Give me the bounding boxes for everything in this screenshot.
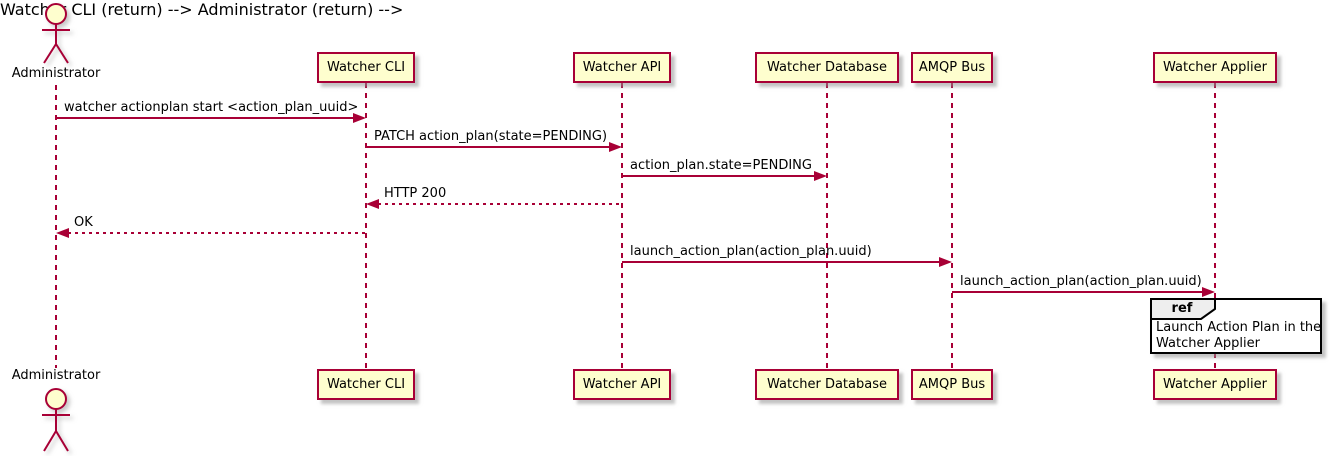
actor-figure-icon — [42, 3, 70, 64]
arrowhead-right-icon — [1202, 287, 1215, 297]
actor-administrator-label-bottom: Administrator — [11, 368, 101, 383]
arrowhead-right-icon — [353, 113, 366, 123]
message-label: action_plan.state=PENDING — [630, 158, 812, 173]
participant-amqp-bus-bottom: AMQP Bus — [911, 369, 993, 400]
arrowhead-left-icon — [366, 199, 379, 209]
lifeline-watcher-database — [826, 83, 828, 369]
message-label: launch_action_plan(action_plan.uuid) — [960, 274, 1202, 289]
lifeline-administrator — [55, 85, 57, 368]
participant-label: Watcher Database — [767, 60, 887, 75]
arrowhead-left-icon — [56, 228, 69, 238]
message-label: HTTP 200 — [384, 186, 447, 201]
participant-watcher-database-bottom: Watcher Database — [755, 369, 899, 400]
ref-keyword: ref — [1171, 301, 1193, 316]
message-label: watcher actionplan start <action_plan_uu… — [64, 100, 359, 115]
participant-label: Watcher Applier — [1163, 60, 1267, 75]
participant-label: Watcher Applier — [1163, 377, 1267, 392]
participant-amqp-bus-top: AMQP Bus — [911, 52, 993, 83]
message-label: PATCH action_plan(state=PENDING) — [374, 129, 608, 144]
ref-header-notch-icon — [1150, 298, 1216, 320]
participant-watcher-api-bottom: Watcher API — [573, 369, 671, 400]
participant-watcher-database-top: Watcher Database — [755, 52, 899, 83]
participant-label: Watcher Database — [767, 377, 887, 392]
ref-text-line: Launch Action Plan in the — [1156, 320, 1322, 335]
ref-fragment: ref Launch Action Plan in the Watcher Ap… — [1150, 298, 1322, 354]
participant-watcher-applier-top: Watcher Applier — [1153, 52, 1277, 83]
lifeline-watcher-api — [621, 83, 623, 369]
message-line — [56, 117, 355, 119]
message-label: OK — [74, 215, 93, 230]
arrowhead-right-icon — [814, 171, 827, 181]
arrowhead-right-icon — [609, 142, 622, 152]
ref-text-line: Watcher Applier — [1156, 336, 1260, 351]
message-label: launch_action_plan(action_plan.uuid) — [630, 244, 872, 259]
arrowhead-right-icon — [939, 257, 952, 267]
participant-label: Watcher CLI — [326, 377, 406, 392]
message-line-dashed — [68, 232, 366, 234]
ref-text: Launch Action Plan in the Watcher Applie… — [1156, 320, 1321, 352]
participant-label: Watcher CLI — [326, 60, 406, 75]
participant-watcher-api-top: Watcher API — [573, 52, 671, 83]
participant-label: AMQP Bus — [918, 60, 986, 75]
actor-administrator-label-top: Administrator — [11, 66, 101, 81]
actor-figure-icon — [42, 388, 70, 452]
lifeline-amqp-bus — [951, 83, 953, 369]
lifeline-watcher-cli — [365, 83, 367, 369]
participant-watcher-cli-bottom: Watcher CLI — [317, 369, 415, 400]
message-line-dashed — [378, 203, 622, 205]
participant-watcher-applier-bottom: Watcher Applier — [1153, 369, 1277, 400]
participant-label: Watcher API — [582, 377, 662, 392]
message-line — [366, 146, 611, 148]
participant-label: AMQP Bus — [918, 377, 986, 392]
message-line — [622, 175, 816, 177]
participant-label: Watcher API — [582, 60, 662, 75]
message-line — [622, 261, 941, 263]
message-line — [952, 291, 1204, 293]
participant-watcher-cli-top: Watcher CLI — [317, 52, 415, 83]
lifeline-watcher-applier — [1214, 83, 1216, 369]
